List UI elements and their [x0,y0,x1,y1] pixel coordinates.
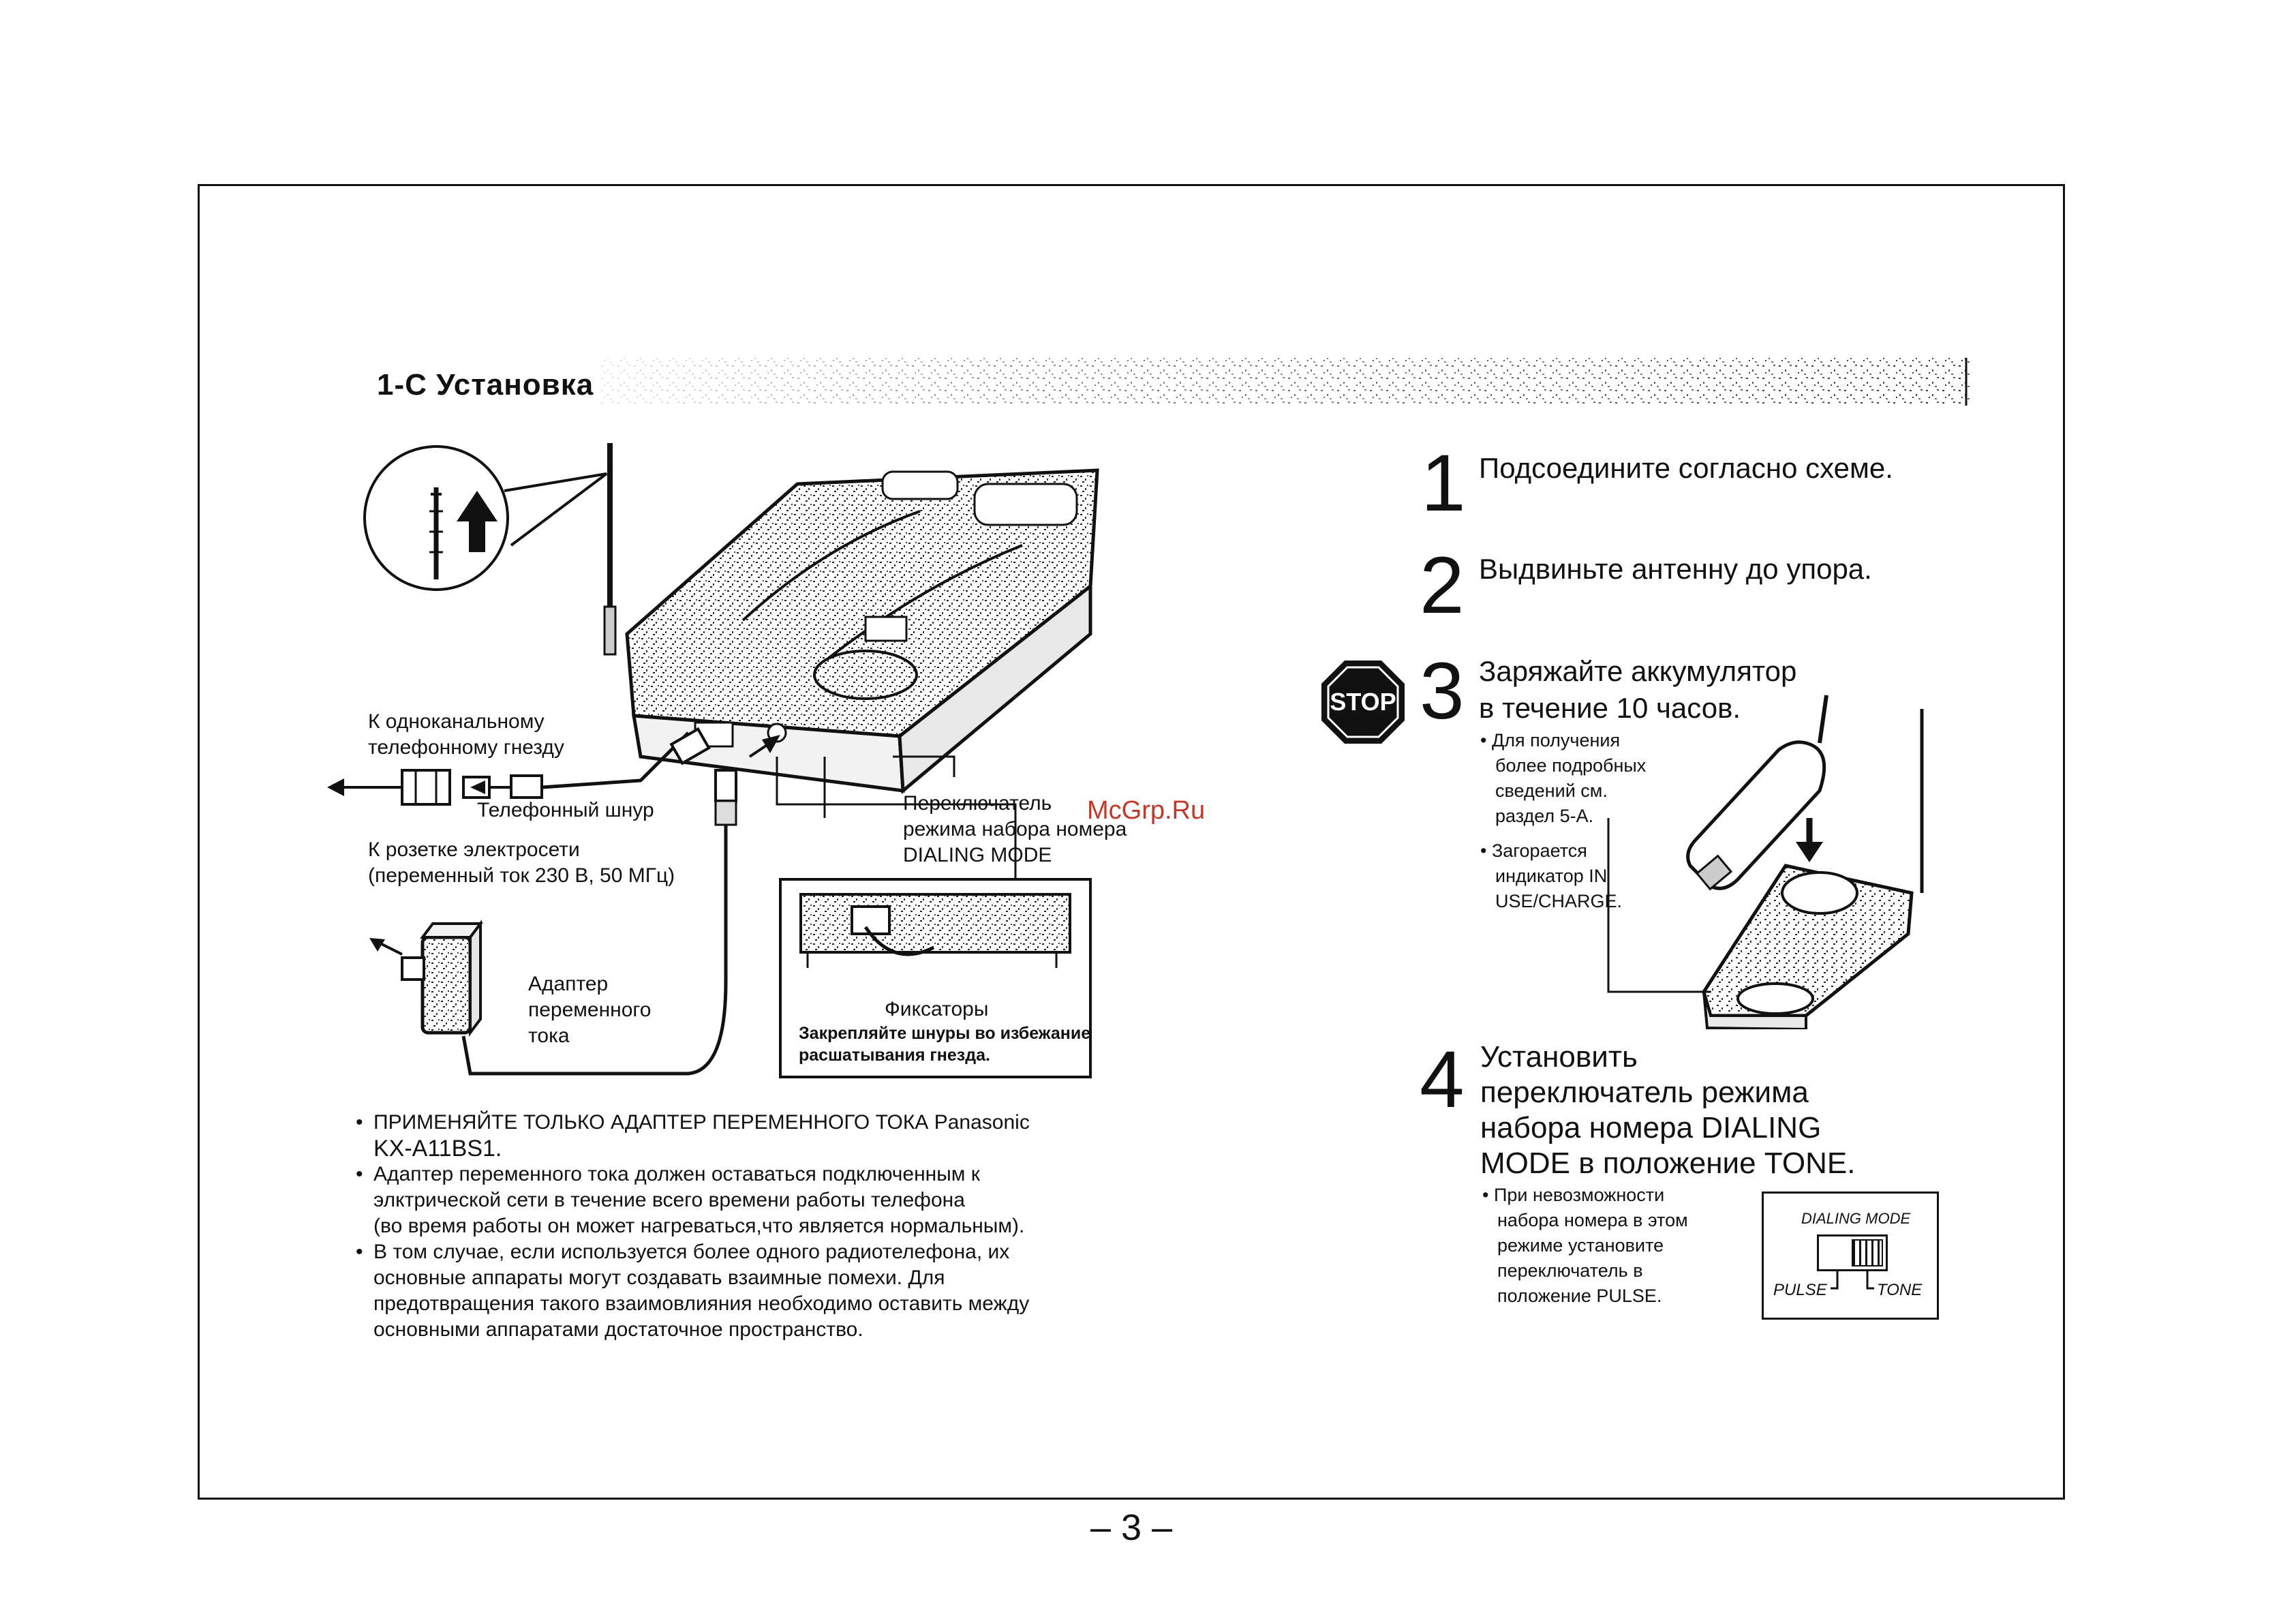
step-3-number: 3 [1420,646,1465,736]
pulse-label: PULSE [1773,1281,1827,1299]
tone-label: TONE [1877,1281,1923,1299]
handset-charger-illustration [1607,695,1924,1029]
hooks-title: Фиксаторы [885,998,989,1020]
dialing-switch-label: Переключатель режима набора номера DIALI… [903,792,1127,866]
step-4-number: 4 [1420,1035,1465,1125]
power-outlet-label: К розетке электросети (переменный ток 23… [368,838,675,887]
page-frame [198,184,2065,1500]
header-speckle-band [600,358,1970,406]
phone-jack-label: К одноканальному телефонному гнезду [368,710,564,759]
step-2-number: 2 [1420,541,1465,631]
adapter-label: Адаптер переменного тока [528,973,652,1047]
stop-badge-label: STOP [1330,688,1396,716]
note-item: •В том случае, если используется более о… [356,1241,1030,1341]
step-1-text: Подсоедините согласно схеме. [1479,452,1893,484]
dialing-mode-title: DIALING MODE [1801,1210,1911,1227]
switch-position-marks [1831,1271,1874,1290]
watermark: McGrp.Ru [1087,796,1206,825]
step-3-text: Заряжайте аккумулятор в течение 10 часов… [1479,655,1797,724]
step-4-text: Установить переключатель режима набора н… [1480,1040,1856,1180]
step-4-bullet: • При невозможности набора номера в этом… [1482,1185,1688,1306]
section-title: 1-С Установка [377,368,594,401]
notes-list: •ПРИМЕНЯЙТЕ ТОЛЬКО АДАПТЕР ПЕРЕМЕННОГО Т… [356,1110,1030,1343]
dialing-mode-switch-figure: DIALING MODE PULSE TONE [1762,1192,1939,1320]
step-3-bullet-1: • Для получения более подробных сведений… [1480,730,1647,826]
step-1-number: 1 [1421,438,1466,528]
note-item: •Адаптер переменного тока должен остават… [356,1163,1025,1237]
hooks-description: Закрепляйте шнуры во избежание расшатыва… [799,1024,1091,1065]
page-number: – 3 – [1090,1507,1173,1548]
note-item: •ПРИМЕНЯЙТЕ ТОЛЬКО АДАПТЕР ПЕРЕМЕННОГО Т… [356,1111,1030,1162]
step-2-text: Выдвиньте антенну до упора. [1479,553,1872,585]
connection-diagram [327,443,1099,1078]
step-3-bullet-2: • Загорается индикатор IN USE/CHARGE. [1480,840,1623,911]
switch-knob [1852,1239,1883,1266]
dialing-mode-switch [1817,1234,1888,1271]
phone-cord-label: Телефонный шнур [477,799,654,821]
stop-badge-icon: STOP [1321,661,1405,744]
